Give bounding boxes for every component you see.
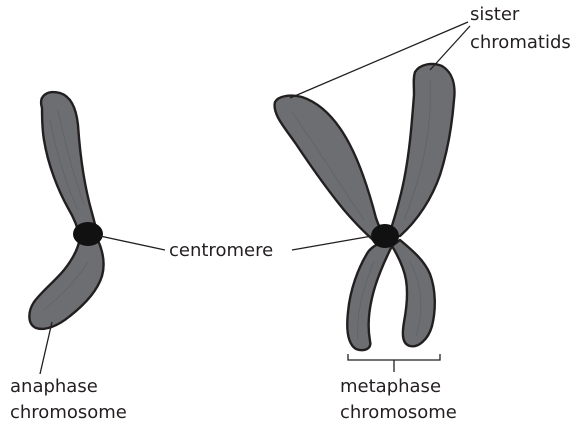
metaphase-centromere xyxy=(371,224,399,248)
sister-chromatids-leader-right xyxy=(430,26,470,70)
anaphase-label-line2: chromosome xyxy=(10,402,127,423)
anaphase-chromosome xyxy=(29,92,103,329)
anaphase-label-line1: anaphase xyxy=(10,376,98,397)
centromere-leader-left xyxy=(100,236,165,250)
right-chromatid-lower-arm xyxy=(392,240,435,346)
sister-label-line1: sister xyxy=(470,4,520,25)
anaphase-lower-arm xyxy=(29,236,103,329)
metaphase-label-line2: chromosome xyxy=(340,402,457,423)
sister-label-line2: chromatids xyxy=(470,32,571,53)
anaphase-upper-arm xyxy=(41,92,96,238)
centromere-leader-right xyxy=(292,236,372,250)
centromere-label: centromere xyxy=(169,240,273,261)
right-chromatid-upper-arm xyxy=(388,64,455,238)
left-chromatid-lower-arm xyxy=(347,244,392,350)
metaphase-label-line1: metaphase xyxy=(340,376,441,397)
metaphase-bracket xyxy=(348,354,440,372)
metaphase-chromosome xyxy=(275,64,455,350)
anaphase-centromere xyxy=(73,222,103,246)
left-chromatid-upper-arm xyxy=(275,96,386,244)
